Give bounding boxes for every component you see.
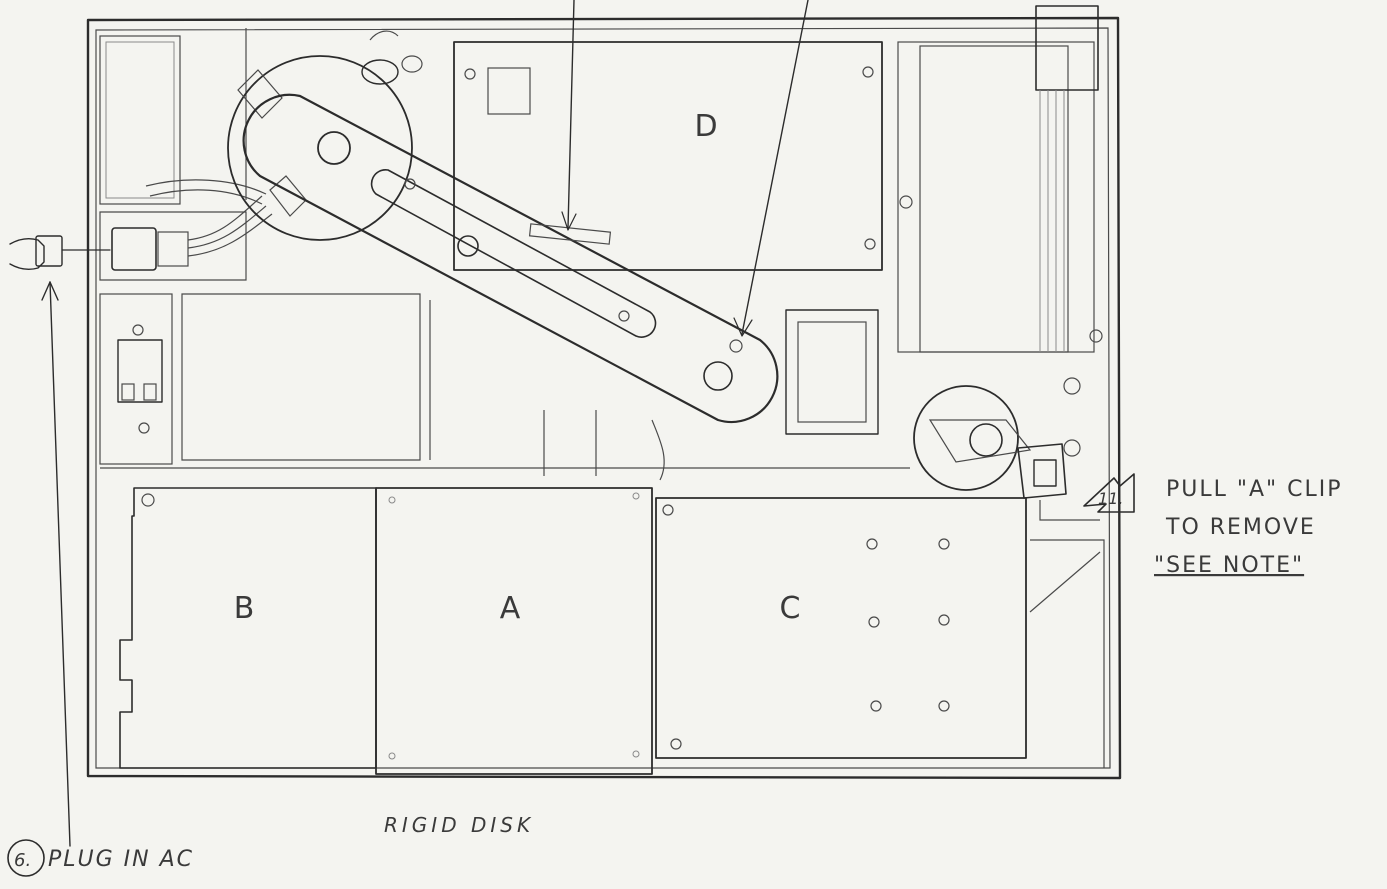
- board-d: [453, 41, 883, 271]
- diagram-caption: RIGID DISK: [384, 813, 534, 837]
- board-label-b: B: [234, 591, 255, 626]
- clip-arrow-icon: [1083, 473, 1135, 513]
- board-label-c: C: [780, 591, 801, 626]
- middle-bays: [99, 293, 910, 481]
- clip-label-line2: TO REMOVE: [1165, 515, 1316, 540]
- small-motor: [913, 377, 1100, 521]
- step-6-number: 6.: [14, 850, 31, 871]
- plug-in-ac-label: PLUG IN AC: [48, 847, 194, 872]
- positioner-arm: [242, 93, 779, 424]
- step-11-number: 11.: [1098, 489, 1123, 508]
- upper-left-bay: [99, 28, 247, 281]
- chassis-outline: [86, 16, 1122, 780]
- clip-label-line1: PULL "A" CLIP: [1166, 477, 1343, 502]
- step-6-circle: [7, 839, 45, 877]
- plug-arrow-icon: [41, 281, 71, 847]
- ac-connector: [9, 179, 273, 271]
- board-a: [375, 487, 653, 775]
- leader-lines: [561, 0, 809, 337]
- right-upper-bay: [897, 5, 1103, 353]
- board-label-a: A: [500, 591, 521, 626]
- clip-label-line3: "SEE NOTE": [1154, 553, 1304, 578]
- board-c: [655, 497, 1105, 768]
- board-label-d: D: [694, 109, 717, 144]
- spindle-motor: [227, 30, 423, 241]
- board-b: [119, 487, 377, 769]
